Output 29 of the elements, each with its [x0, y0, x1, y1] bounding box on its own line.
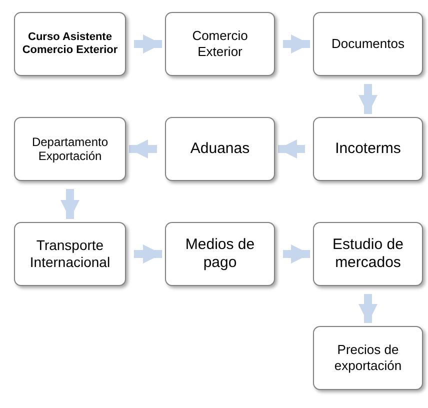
process-box: [313, 326, 423, 390]
arrow: [278, 139, 305, 159]
arrow: [358, 84, 378, 114]
process-box: [313, 117, 423, 181]
arrow: [283, 34, 310, 54]
box-label: Precios de exportación: [333, 342, 403, 374]
arrow: [358, 294, 378, 323]
arrow: [60, 189, 80, 219]
process-box: [313, 222, 423, 286]
arrow: [134, 34, 162, 54]
box-label: Transporte Internacional: [28, 237, 112, 271]
process-box: [165, 222, 275, 286]
box-label: Curso Asistente Comercio Exterior: [21, 30, 119, 58]
process-box: [313, 12, 423, 76]
box-label: Departamento Exportación: [30, 134, 110, 164]
box-label: Comercio Exterior: [191, 28, 249, 60]
process-box: [165, 12, 275, 76]
process-box: [165, 117, 275, 181]
arrow: [129, 139, 157, 159]
box-label: Aduanas: [190, 140, 250, 158]
box-label: Medios de pago: [184, 236, 256, 272]
box-label: Incoterms: [335, 140, 401, 158]
process-box: [14, 12, 126, 76]
box-label: Documentos: [332, 36, 404, 52]
box-label: Estudio de mercados: [332, 236, 404, 272]
process-box: [14, 222, 126, 286]
arrow: [134, 244, 162, 264]
arrow: [283, 244, 310, 264]
process-box: [14, 117, 126, 181]
